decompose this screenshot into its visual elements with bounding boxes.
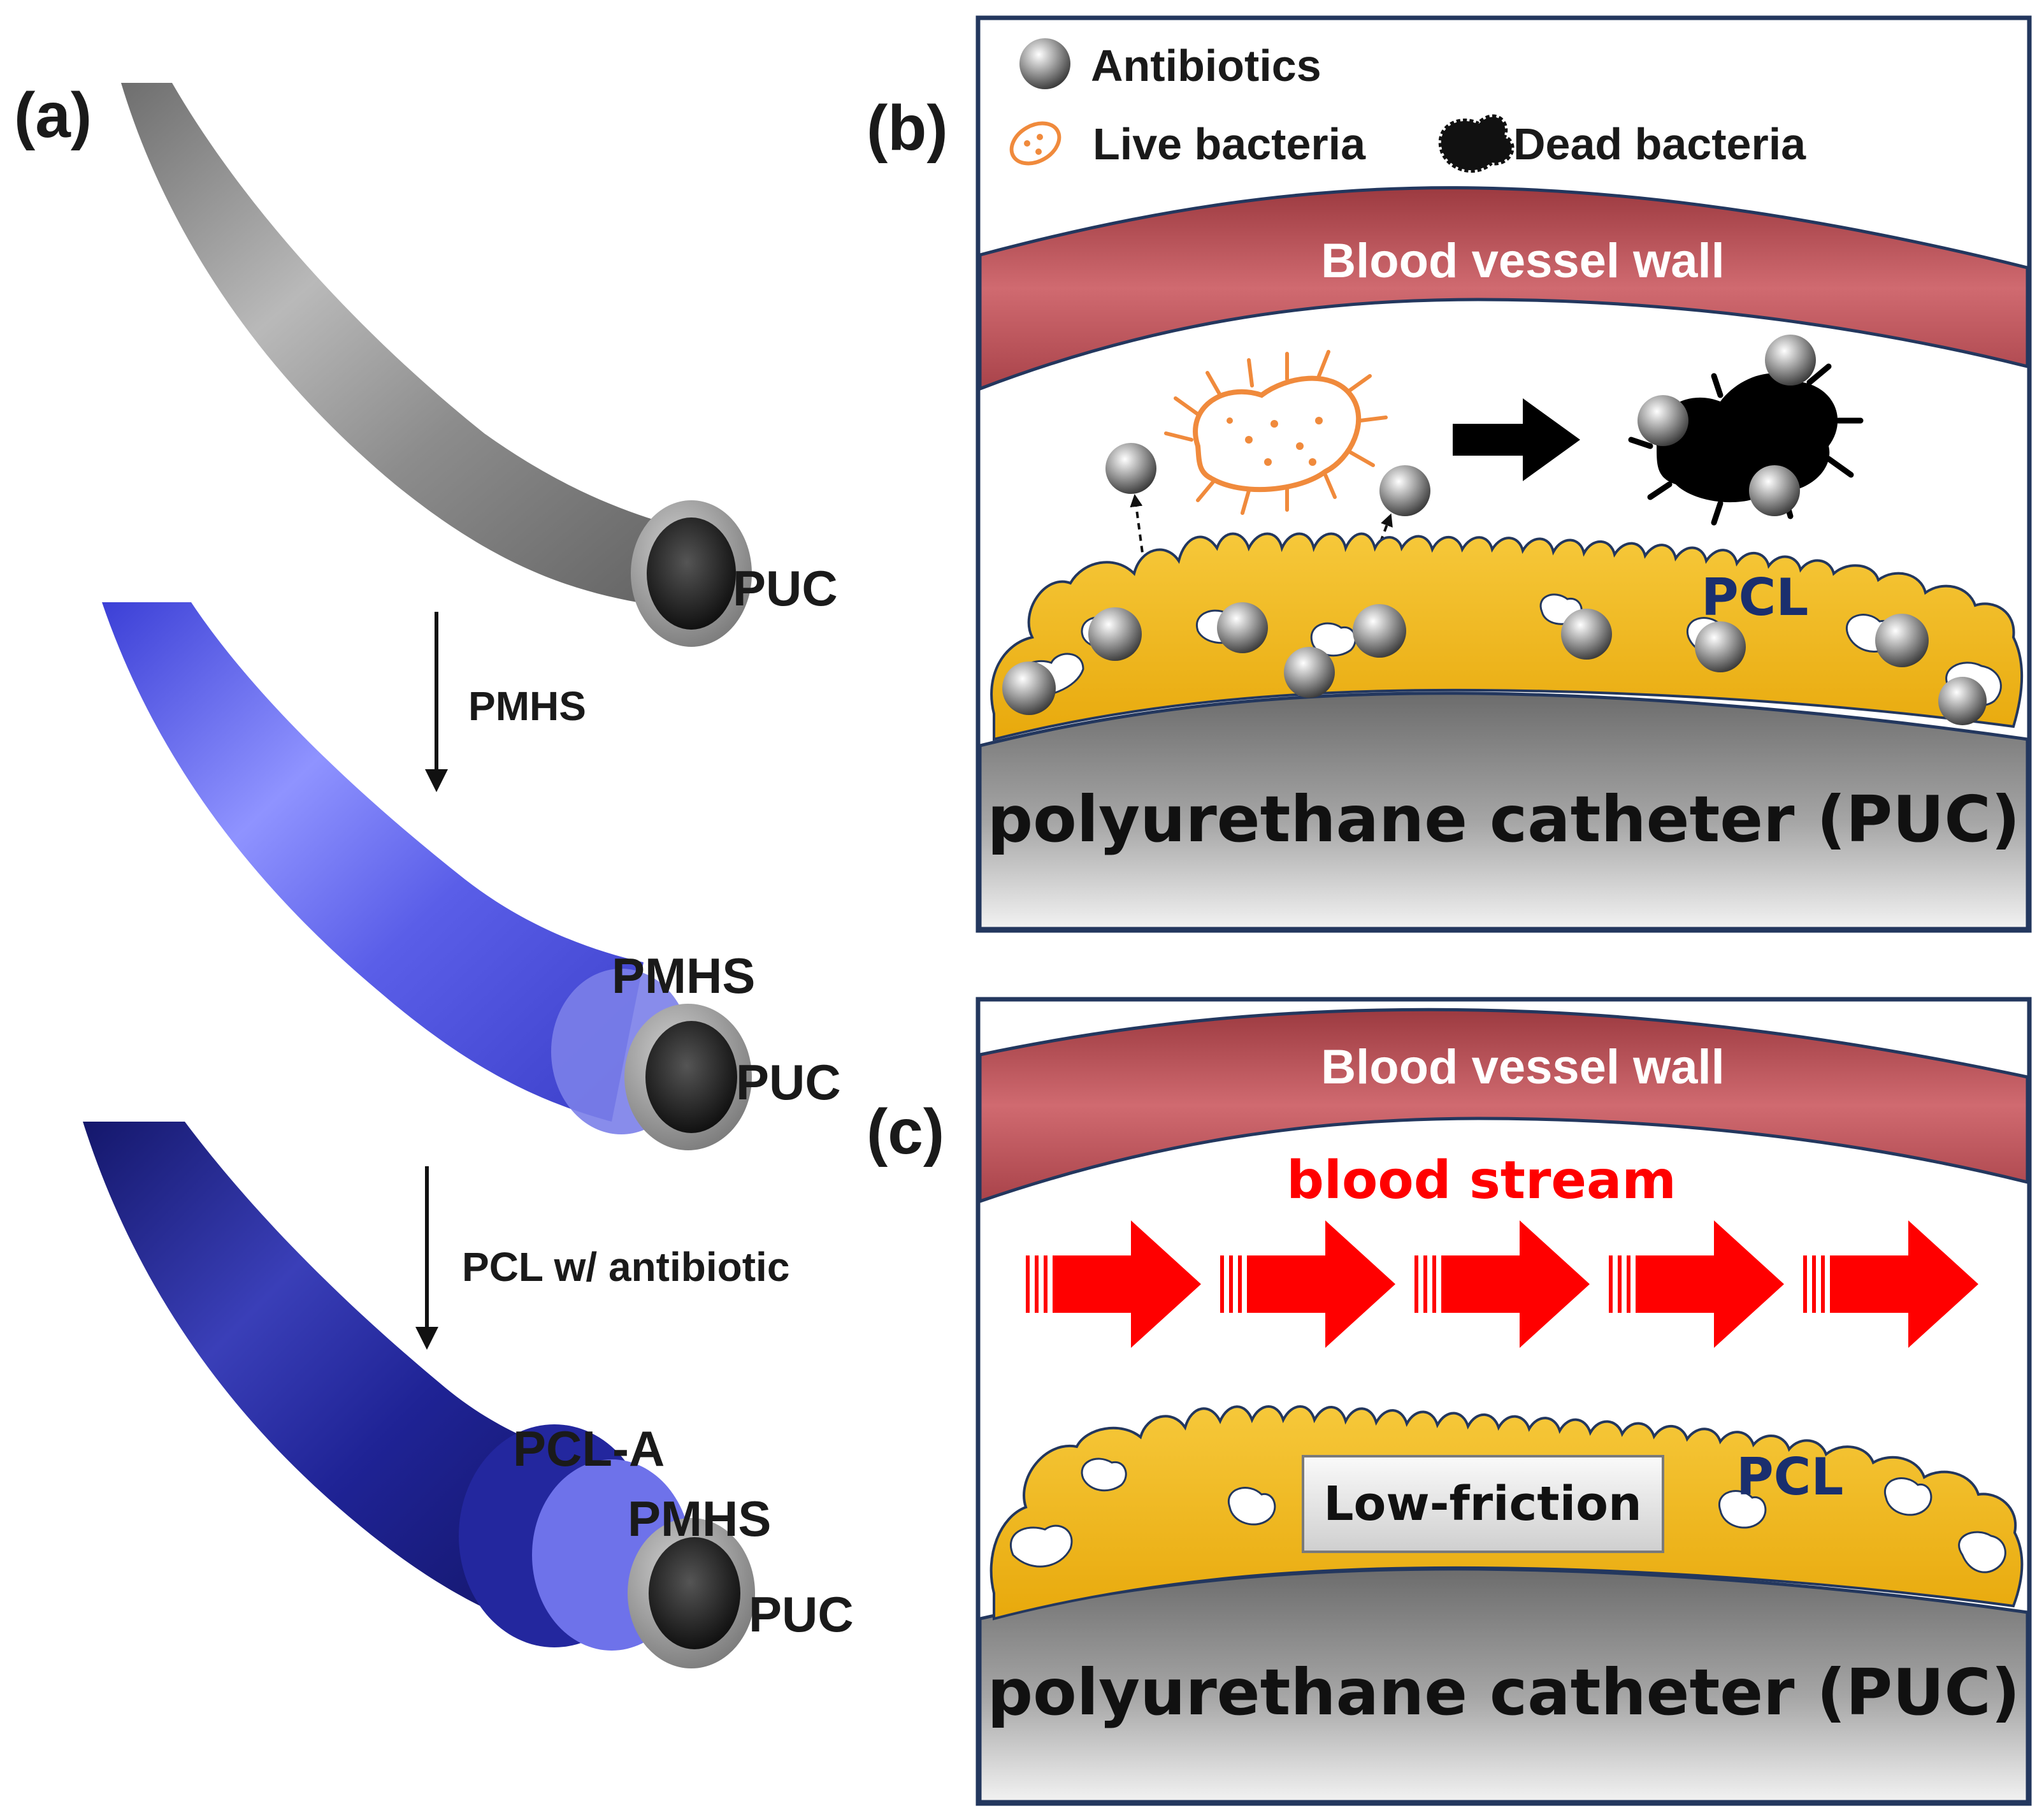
legend-live-bacteria: Live bacteria [1093,119,1366,169]
blood-flow-arrows [1026,1220,1978,1348]
antibiotic-particle [1088,607,1142,661]
flow-arrow [1803,1220,1978,1348]
pcl-label-b: PCL [1701,568,1808,627]
catheter-label-c: polyurethane catheter (PUC) [988,1655,2020,1730]
flow-arrow [1609,1220,1784,1348]
panel-a: (a) PUC PMHS PMHS PUC PCL w/ antibiotic [14,80,854,1668]
antibiotic-particle [1105,443,1156,494]
puc-tube-body [121,83,726,605]
antibiotic-particle [1875,614,1929,667]
legend-dead-bacteria: Dead bacteria [1513,119,1806,169]
antibiotic-particle [1749,465,1800,516]
pcl-pores-c [1009,1457,2006,1573]
dead-bacterium [1628,335,1864,526]
flow-arrow [1026,1220,1201,1348]
antibiotic-particle [1217,602,1268,653]
pcl-a-tube-lumen [649,1537,740,1649]
dead-bacteria-legend-icon [1438,114,1515,173]
puc-tube-lumen [647,517,736,630]
catheter-label-b: polyurethane catheter (PUC) [988,782,2020,857]
pcl-label-c: PCL [1736,1447,1843,1507]
tube3-pmhs-label: PMHS [628,1491,771,1547]
puc-base-b [978,691,2029,930]
blood-vessel-wall-b [978,186,2029,391]
antibiotic-particle [1353,604,1406,658]
live-bacteria-legend-icon [1009,121,1062,166]
low-friction-box [1302,1455,1664,1553]
antibiotic-particle [1379,465,1430,516]
tube1-puc-label: PUC [733,560,838,616]
antibiotic-particle [1284,647,1335,698]
low-friction-label: Low-friction [1323,1477,1641,1531]
antibiotic-particle [1938,677,1987,725]
panel-b: (b) Antibiotics Live bacteria Dead bacte… [867,15,2032,933]
legend-antibiotics: Antibiotics [1091,41,1321,90]
legend: Antibiotics Live bacteria Dead bacteria [1009,38,1806,173]
antibiotic-particle [1695,621,1746,672]
panel-b-label: (b) [867,92,948,164]
blood-stream-label: blood stream [1286,1150,1676,1211]
antibiotic-legend-icon [1019,38,1070,89]
live-bacterium [1164,350,1388,515]
tube3-puc-label: PUC [749,1586,854,1642]
panel-a-label: (a) [14,80,92,151]
step1-label: PMHS [468,683,586,729]
step2-label: PCL w/ antibiotic [462,1244,789,1290]
tube2-pmhs-label: PMHS [612,948,755,1004]
catheter-tube-pmhs: PMHS PUC [102,602,841,1150]
vessel-wall-label-c: Blood vessel wall [1321,1040,1725,1094]
panel-c-label: (c) [867,1096,944,1168]
blood-vessel-wall-c [978,1008,2029,1204]
antibiotic-particle [1561,609,1612,660]
antibiotic-particle [1765,335,1816,386]
pcl-coating-b [990,532,2024,741]
catheter-tube-puc: PUC [121,83,838,647]
tube3-pcl-a-label: PCL-A [513,1421,665,1477]
panel-c: (c) Blood vessel wall blood stream [867,997,2032,1806]
flow-arrow [1414,1220,1590,1348]
flow-arrow [1220,1220,1395,1348]
embedded-antibiotics-b [1002,602,1987,725]
antibiotic-particle [1002,662,1056,715]
catheter-tube-pcl-a: PCL-A PMHS PUC [83,1122,854,1668]
antibiotic-particle [1637,395,1688,446]
pmhs-tube-body [102,602,644,1122]
pmhs-tube-lumen [645,1021,737,1133]
kill-arrow [1453,398,1580,481]
tube2-puc-label: PUC [736,1054,841,1110]
vessel-wall-label-b: Blood vessel wall [1321,234,1725,288]
